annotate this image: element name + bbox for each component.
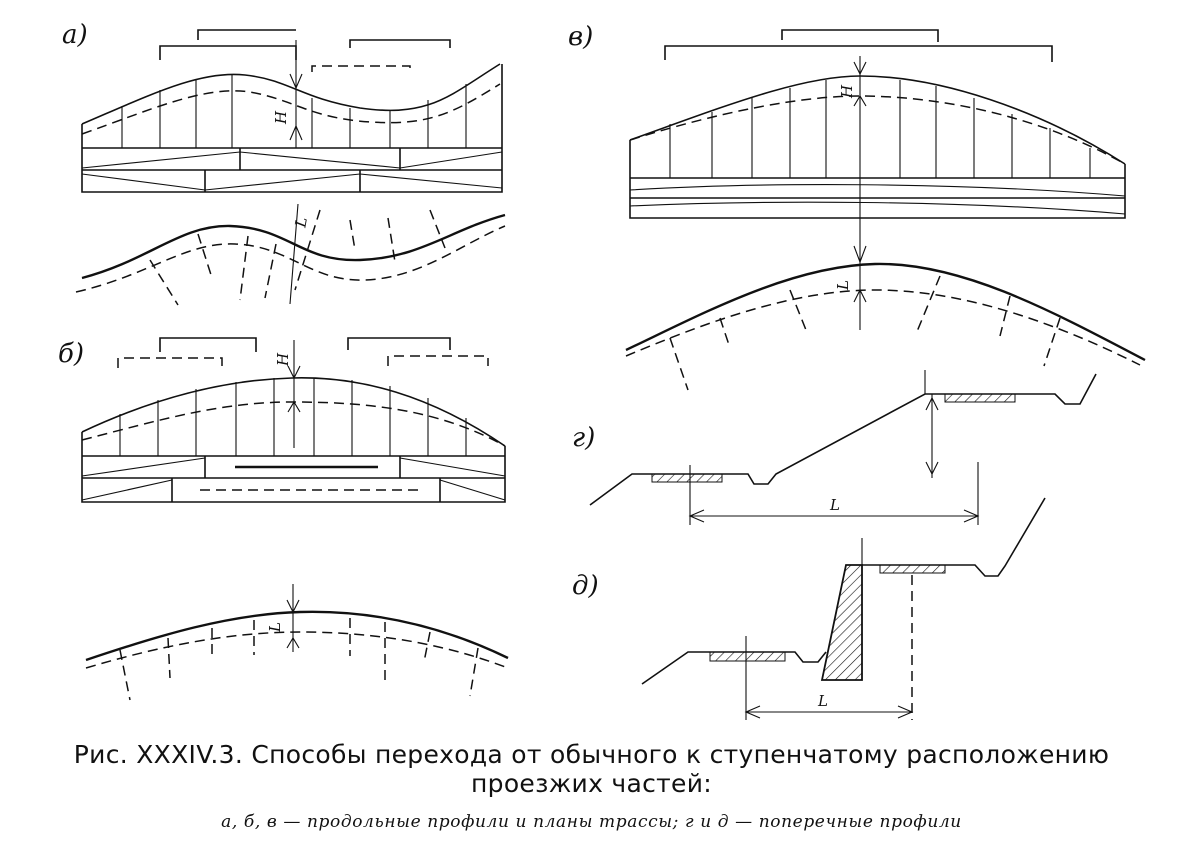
dim-L: L — [829, 496, 840, 514]
arrow — [853, 61, 867, 76]
pavement-hatch — [709, 651, 786, 662]
arrow — [286, 636, 300, 649]
panel-g-cross-section: г) L — [572, 370, 1097, 525]
dim-H: H — [274, 352, 292, 367]
arrow — [287, 400, 301, 413]
dim-H: H — [272, 110, 290, 125]
arrow — [853, 245, 867, 264]
dim-H: H — [838, 84, 856, 99]
panel-b-profile: б) H — [58, 337, 509, 701]
plan-strip — [629, 177, 1126, 215]
plan-curve — [85, 610, 509, 662]
arrow — [286, 599, 300, 614]
profile-dashed-line — [81, 83, 501, 135]
plan-radial-lines — [669, 275, 1061, 391]
arrow — [963, 509, 980, 523]
pavement-hatch — [944, 393, 1016, 403]
plan-dashed-curve — [625, 289, 1141, 366]
dim-L: L — [291, 216, 311, 230]
plan-dashed-curve — [85, 631, 509, 669]
dim-L: L — [834, 280, 852, 291]
dim-L: L — [817, 692, 828, 710]
bracket — [347, 337, 451, 350]
plan-radial-lines — [149, 209, 446, 306]
axis-line — [289, 203, 299, 305]
caption-legend: а, б, в — продольные профили и планы тра… — [221, 812, 962, 832]
bracket-dashed — [117, 357, 223, 368]
caption-line-1: Рис. XXXIV.3. Способы перехода от обычно… — [73, 740, 1110, 769]
arrow — [897, 705, 914, 719]
pavement-hatch — [651, 473, 723, 483]
profile-frame — [629, 140, 1126, 219]
cross-section-line — [641, 651, 827, 685]
bracket — [159, 45, 297, 60]
panel-d-label: д) — [572, 571, 599, 601]
dim-L: L — [266, 622, 284, 633]
profile-ordinates — [121, 75, 467, 148]
arrow — [925, 396, 939, 411]
profile-line — [629, 75, 1126, 165]
cross-section-line — [589, 373, 1097, 506]
profile-frame — [81, 432, 506, 503]
profile-frame — [81, 64, 503, 193]
arrow — [688, 509, 705, 523]
panel-a-profile: а) H — [62, 20, 506, 306]
bracket — [197, 29, 296, 40]
bracket-dashed — [311, 65, 411, 72]
arrow — [925, 461, 939, 476]
panel-a-label: а) — [62, 20, 88, 50]
plan-dashed-curve — [75, 225, 506, 293]
arrow — [744, 705, 761, 719]
arrow — [289, 73, 303, 90]
bracket — [664, 45, 1053, 62]
profile-dashed-line — [81, 401, 506, 447]
caption: Рис. XXXIV.3. Способы перехода от обычно… — [0, 740, 1183, 798]
profile-line — [81, 377, 506, 447]
plan-strip — [81, 455, 506, 502]
profile-ordinates — [119, 378, 467, 456]
caption-line-2: проезжих частей: — [471, 769, 712, 798]
pavement-hatch — [879, 564, 946, 574]
panel-b-label: б) — [58, 339, 84, 369]
plan-curve — [625, 262, 1146, 362]
panel-g-label: г) — [572, 423, 595, 453]
arrow — [853, 94, 867, 107]
panel-v-profile: в) H L — [568, 22, 1146, 391]
arrow — [287, 365, 301, 380]
bracket — [349, 39, 451, 48]
panel-d-cross-section: д) L — [572, 497, 1046, 720]
bracket-dashed — [387, 355, 489, 366]
cross-section-line — [862, 497, 1046, 577]
bracket — [159, 337, 257, 352]
bracket — [781, 29, 939, 42]
arrow — [289, 124, 303, 141]
profile-ordinates — [669, 80, 1091, 178]
panel-v-label: в) — [568, 22, 593, 52]
profile-line — [81, 63, 501, 125]
profile-dashed-line — [629, 95, 1126, 165]
retaining-wall — [820, 564, 863, 681]
plan-radial-lines — [119, 618, 479, 701]
plan-strip — [81, 147, 503, 192]
